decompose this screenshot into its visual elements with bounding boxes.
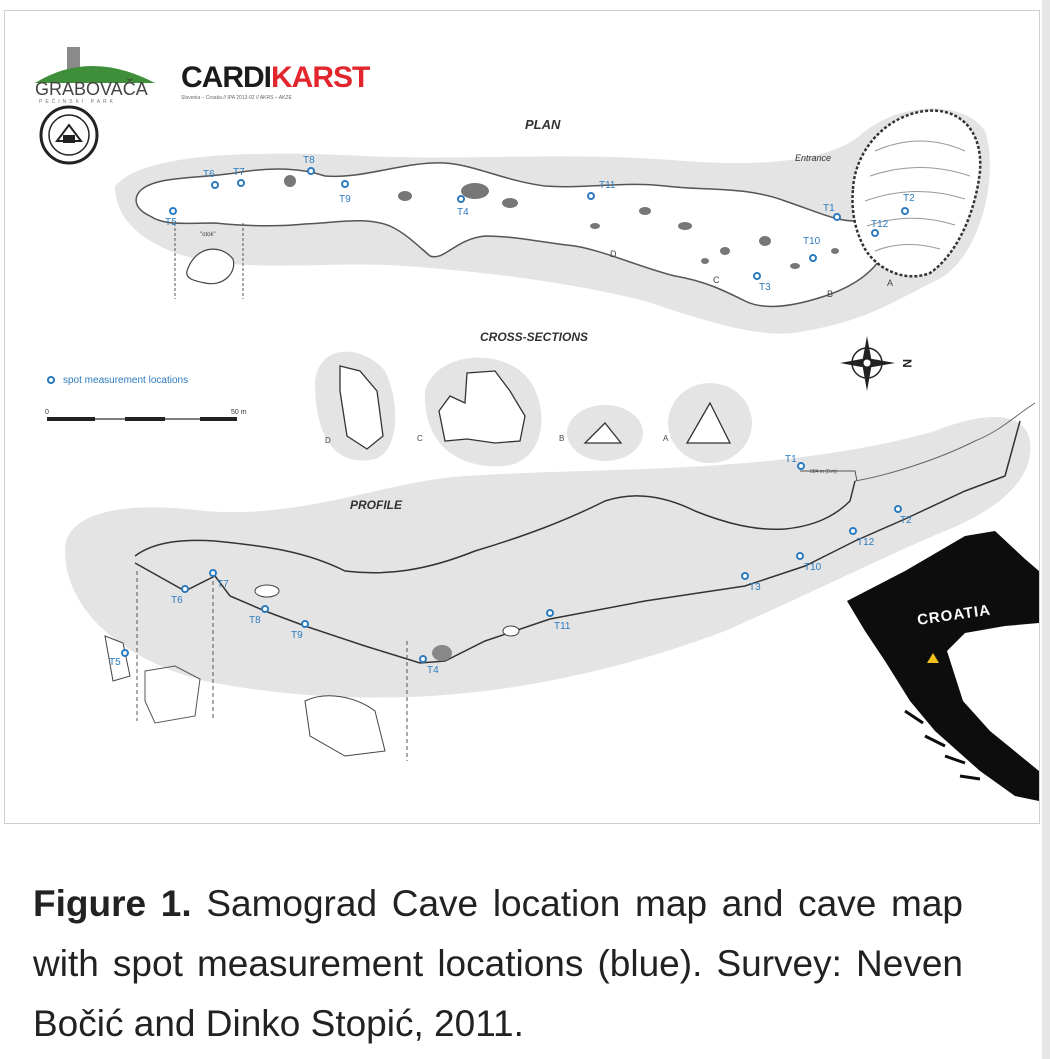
section-label-b: B bbox=[559, 434, 564, 443]
profile-point-t4 bbox=[419, 655, 427, 663]
profile-label-t7: T7 bbox=[217, 579, 229, 590]
plan-point-t2 bbox=[901, 207, 909, 215]
grabovaca-text: GRABOVAČA bbox=[35, 78, 148, 99]
plan-point-t12 bbox=[871, 229, 879, 237]
grabovaca-subtitle: PEĆINSKI PARK bbox=[39, 98, 116, 105]
inset-label: "otok" bbox=[200, 232, 216, 238]
plan-label-t3: T3 bbox=[759, 282, 771, 293]
plan-point-t5 bbox=[169, 207, 177, 215]
plan-label-t2: T2 bbox=[903, 193, 915, 204]
cross-sections-label: CROSS-SECTIONS bbox=[480, 330, 588, 344]
plan-label-t9: T9 bbox=[339, 194, 351, 205]
plan-label-t1: T1 bbox=[823, 203, 835, 214]
profile-label-t8: T8 bbox=[249, 615, 261, 626]
plan-point-t4 bbox=[457, 195, 465, 203]
profile-point-t1 bbox=[797, 462, 805, 470]
plan-label-t4: T4 bbox=[457, 207, 469, 218]
plan-label-t12: T12 bbox=[871, 219, 889, 230]
profile-point-t2 bbox=[894, 505, 902, 513]
scale-end: 50 m bbox=[231, 409, 247, 416]
plan-detail-inset: "otok" bbox=[174, 223, 244, 299]
plan-label-t7: T7 bbox=[233, 167, 245, 178]
plan-point-t8 bbox=[307, 167, 315, 175]
profile-label-t9: T9 bbox=[291, 630, 303, 641]
profile-label-t12: T12 bbox=[857, 537, 875, 548]
profile-label-t2: T2 bbox=[900, 515, 912, 526]
caption-bold: Figure 1. bbox=[33, 883, 192, 924]
plan-letter-a: A bbox=[887, 278, 893, 288]
scale-start: 0 bbox=[45, 409, 49, 416]
seal-icon bbox=[39, 105, 99, 165]
profile-label-t6: T6 bbox=[171, 595, 183, 606]
plan-point-t6 bbox=[211, 181, 219, 189]
cardikarst-text: CARDIKARST bbox=[181, 61, 370, 94]
plan-label-t6: T6 bbox=[203, 169, 215, 180]
plan-letter-b: B bbox=[827, 289, 833, 299]
croatia-location-map: CROATIA bbox=[847, 531, 1039, 801]
plan-label-t11: T11 bbox=[599, 180, 616, 191]
entrance-label: Entrance bbox=[795, 153, 831, 163]
profile-label-t1: T1 bbox=[785, 454, 797, 465]
figure-caption: Figure 1. Samograd Cave location map and… bbox=[33, 874, 963, 1054]
profile-point-t8 bbox=[261, 605, 269, 613]
profile-label-t4: T4 bbox=[427, 665, 439, 676]
plan-letter-c: C bbox=[713, 275, 720, 285]
profile-label: PROFILE bbox=[350, 498, 403, 512]
plan-label-t8: T8 bbox=[303, 155, 315, 166]
profile-point-t12 bbox=[849, 527, 857, 535]
cardikarst-subtitle: Slovenia – Croatia // IPA 2013-02 // AKR… bbox=[181, 95, 292, 101]
section-label-a: A bbox=[663, 434, 669, 443]
profile-point-t9 bbox=[301, 620, 309, 628]
profile-label-t3: T3 bbox=[749, 582, 761, 593]
location-marker-icon bbox=[927, 653, 939, 663]
profile-point-t5 bbox=[121, 649, 129, 657]
plan-point-t7 bbox=[237, 179, 245, 187]
legend: spot measurement locations bbox=[47, 375, 188, 386]
plan-point-t10 bbox=[809, 254, 817, 262]
profile-label-t11: T11 bbox=[554, 621, 571, 632]
plan-label: PLAN bbox=[525, 117, 561, 132]
profile-view: PROFILE 684 m (0 m) T1T2T12T10T3T11T4T9T… bbox=[65, 402, 1036, 761]
north-label: N bbox=[900, 359, 914, 368]
plan-point-t3 bbox=[753, 272, 761, 280]
north-arrow-icon: N bbox=[840, 336, 914, 391]
figure-frame: GRABOVAČA PEĆINSKI PARK CARDIKARST Slove… bbox=[4, 10, 1040, 824]
legend-label: spot measurement locations bbox=[63, 375, 188, 386]
elevation-label: 684 m (0 m) bbox=[810, 469, 837, 475]
plan-label-t5: T5 bbox=[165, 217, 177, 228]
profile-point-t7 bbox=[209, 569, 217, 577]
cross-sections: CROSS-SECTIONS D C B A bbox=[315, 330, 752, 467]
caption-text: Samograd Cave location map and cave map … bbox=[33, 883, 963, 1044]
profile-point-t11 bbox=[546, 609, 554, 617]
plan-letter-d: D bbox=[610, 249, 617, 259]
profile-point-t6 bbox=[181, 585, 189, 593]
section-label-c: C bbox=[417, 434, 423, 443]
plan-point-t1 bbox=[833, 213, 841, 221]
plan-point-t9 bbox=[341, 180, 349, 188]
grabovaca-logo: GRABOVAČA PEĆINSKI PARK bbox=[35, 47, 155, 105]
plan-point-t11 bbox=[587, 192, 595, 200]
profile-point-t10 bbox=[796, 552, 804, 560]
cave-map-figure: GRABOVAČA PEĆINSKI PARK CARDIKARST Slove… bbox=[35, 47, 1039, 801]
plan-label-t10: T10 bbox=[803, 236, 821, 247]
scale-bar: 0 50 m bbox=[45, 409, 247, 421]
scrollbar[interactable] bbox=[1042, 0, 1050, 1059]
profile-label-t10: T10 bbox=[804, 562, 822, 573]
section-label-d: D bbox=[325, 436, 331, 445]
profile-label-t5: T5 bbox=[109, 657, 121, 668]
cardikarst-logo: CARDIKARST Slovenia – Croatia // IPA 201… bbox=[181, 61, 371, 101]
profile-point-t3 bbox=[741, 572, 749, 580]
